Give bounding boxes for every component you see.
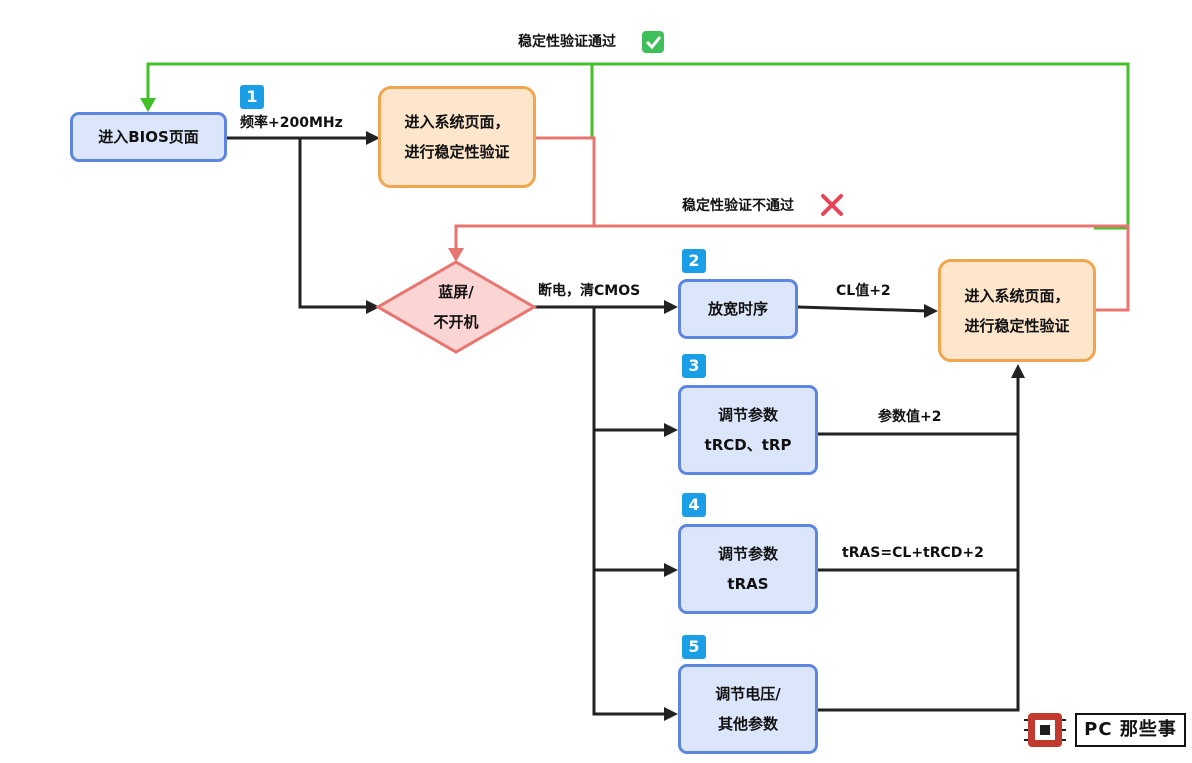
brand-logo-text: PC 那些事 xyxy=(1075,713,1186,747)
pass-label: 稳定性验证通过 xyxy=(518,34,616,50)
step-badge-5: 5 xyxy=(682,635,706,659)
chip-logo-icon xyxy=(1024,713,1066,747)
adjust-trcd-node: 调节参数 tRCD、tRP xyxy=(678,385,818,475)
pass-arrowhead xyxy=(140,98,156,112)
pass-loop-line xyxy=(146,62,1130,230)
adjust-tras-line-2: tRAS xyxy=(727,575,769,593)
adjust-trcd-line-1: 调节参数 xyxy=(717,406,778,424)
bluescreen-diamond-shape xyxy=(374,260,538,354)
cross-icon xyxy=(821,194,843,216)
adjust-tras-line-1: 调节参数 xyxy=(717,545,778,563)
adjust-voltage-line-1: 调节电压/ xyxy=(715,685,781,703)
bluescreen-line-1: 蓝屏/ xyxy=(438,283,474,301)
step-badge-4: 4 xyxy=(682,493,706,517)
step-badge-1: 1 xyxy=(240,85,264,109)
adjust-trcd-line-2: tRCD、tRP xyxy=(704,436,792,454)
verify-right-line-2: 进行稳定性验证 xyxy=(964,316,1070,335)
bios-label: 进入BIOS页面 xyxy=(98,128,199,146)
check-icon xyxy=(642,31,664,53)
verify-top-line-2: 进行稳定性验证 xyxy=(404,143,510,161)
bios-node: 进入BIOS页面 xyxy=(70,112,227,162)
cl-label: CL值+2 xyxy=(836,283,891,299)
adjust-voltage-line-2: 其他参数 xyxy=(717,715,778,733)
tras-label: tRAS=CL+tRCD+2 xyxy=(842,545,984,561)
adjust-tras-node: 调节参数 tRAS xyxy=(678,524,818,614)
loosen-timing-node: 放宽时序 xyxy=(678,279,798,339)
loosen-timing-label: 放宽时序 xyxy=(707,300,768,318)
verify-right-line-1: 进入系统页面， xyxy=(964,286,1070,305)
param-label: 参数值+2 xyxy=(878,409,942,425)
fail-arrowhead xyxy=(448,248,464,262)
step-badge-2: 2 xyxy=(682,249,706,273)
bluescreen-line-2: 不开机 xyxy=(433,313,479,331)
verify-top-node: 进入系统页面， 进行稳定性验证 xyxy=(378,86,536,188)
bluescreen-node: 蓝屏/ 不开机 xyxy=(400,277,512,337)
step-badge-3: 3 xyxy=(682,354,706,378)
verify-top-line-1: 进入系统页面， xyxy=(404,113,510,131)
adjust-voltage-node: 调节电压/ 其他参数 xyxy=(678,664,818,754)
verify-right-node: 进入系统页面， 进行稳定性验证 xyxy=(938,259,1096,362)
fail-loop-line xyxy=(454,136,1130,312)
fail-label: 稳定性验证不通过 xyxy=(682,198,794,214)
freq-label: 频率+200MHz xyxy=(240,115,343,131)
flow-lines xyxy=(227,136,1020,716)
cmos-label: 断电，清CMOS xyxy=(538,283,641,299)
flow-arrowheads xyxy=(366,131,1025,721)
